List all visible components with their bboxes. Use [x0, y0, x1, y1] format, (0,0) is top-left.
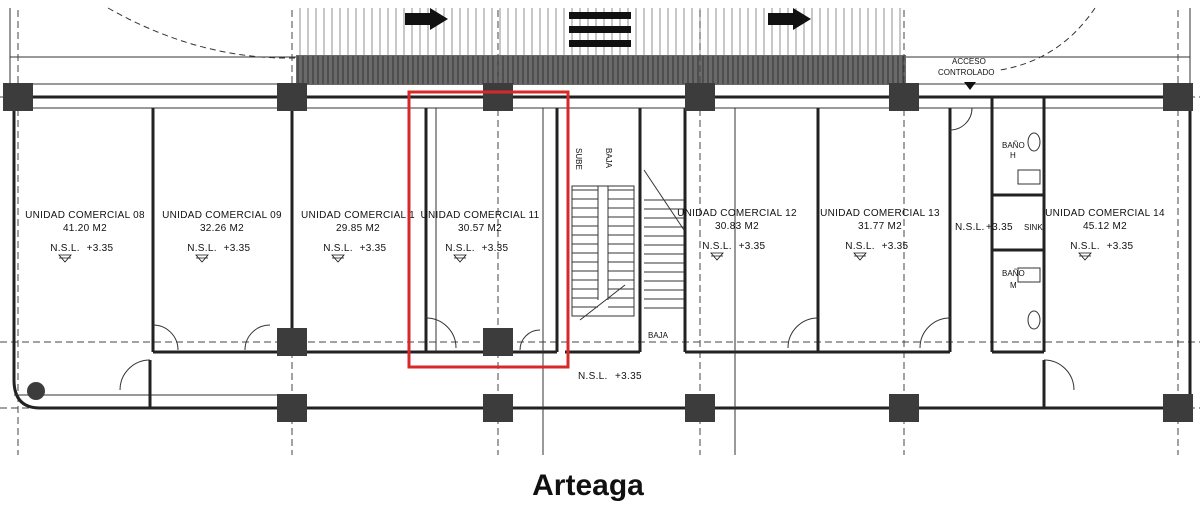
- service-level-label: N.S.L.: [955, 222, 985, 233]
- level-marker-icon: [1078, 252, 1092, 261]
- unit-name: UNIDAD COMERCIAL 08: [25, 210, 145, 221]
- unit-unit-10: UNIDAD COMERCIAL 1 29.85 M2 N.S.L. +3.35: [301, 210, 415, 263]
- column: [685, 394, 715, 422]
- corridor-level-label: N.S.L.: [578, 371, 608, 382]
- access-label-line2: CONTROLADO: [938, 68, 994, 77]
- column: [483, 83, 513, 111]
- level-marker-icon: [453, 254, 467, 263]
- column: [1163, 394, 1193, 422]
- unit-unit-13: UNIDAD COMERCIAL 13 31.77 M2 N.S.L. +3.35: [820, 208, 940, 261]
- unit-level-label: N.S.L.: [50, 243, 80, 254]
- unit-name: UNIDAD COMERCIAL 14: [1045, 208, 1165, 219]
- unit-area: 30.57 M2: [458, 223, 502, 234]
- unit-unit-14: UNIDAD COMERCIAL 14 45.12 M2 N.S.L. +3.35: [1045, 208, 1165, 261]
- unit-name: UNIDAD COMERCIAL 13: [820, 208, 940, 219]
- sink-icon: [1017, 267, 1041, 283]
- column: [889, 394, 919, 422]
- unit-level-value: +3.35: [482, 243, 509, 254]
- unit-unit-12: UNIDAD COMERCIAL 12 30.83 M2 N.S.L. +3.35: [677, 208, 797, 261]
- unit-unit-11: UNIDAD COMERCIAL 11 30.57 M2 N.S.L. +3.35: [420, 210, 539, 263]
- structural-columns: [3, 83, 1193, 422]
- restroom-men-label: BAÑO: [1002, 141, 1025, 150]
- column: [1163, 83, 1193, 111]
- column-round: [27, 382, 45, 400]
- column: [685, 83, 715, 111]
- restroom-men-letter: H: [1010, 151, 1016, 160]
- unit-level-value: +3.35: [1107, 241, 1134, 252]
- sink-label: SINK: [1024, 223, 1043, 232]
- unit-name: UNIDAD COMERCIAL 12: [677, 208, 797, 219]
- unit-unit-09: UNIDAD COMERCIAL 09 32.26 M2 N.S.L. +3.35: [162, 210, 282, 263]
- stair-down-bottom-label: BAJA: [648, 331, 669, 340]
- unit-area: 29.85 M2: [336, 223, 380, 234]
- unit-area: 45.12 M2: [1083, 221, 1127, 232]
- stair-down-label: BAJA: [604, 148, 613, 169]
- unit-level-label: N.S.L.: [323, 243, 353, 254]
- unit-level-value: +3.35: [87, 243, 114, 254]
- corridor-level-value: +3.35: [615, 371, 642, 382]
- column: [277, 328, 307, 356]
- access-label-line1: ACCESO: [952, 57, 986, 66]
- ramp-dark-hatch: [297, 56, 904, 84]
- column: [277, 83, 307, 111]
- unit-level-label: N.S.L.: [445, 243, 475, 254]
- access-arrow-icon: [964, 82, 976, 90]
- building-walls: [12, 95, 1192, 455]
- column: [483, 328, 513, 356]
- restroom-women-letter: M: [1010, 281, 1017, 290]
- unit-level-label: N.S.L.: [702, 241, 732, 252]
- restroom-women-label: BAÑO: [1002, 269, 1025, 278]
- unit-area: 32.26 M2: [200, 223, 244, 234]
- level-marker-icon: [853, 252, 867, 261]
- street-name: Arteaga: [532, 469, 644, 502]
- level-marker-icon: [710, 252, 724, 261]
- doors: [119, 107, 1075, 391]
- column: [889, 83, 919, 111]
- unit-level-value: +3.35: [360, 243, 387, 254]
- sink-icon: [1017, 169, 1041, 185]
- unit-level-label: N.S.L.: [187, 243, 217, 254]
- unit-area: 41.20 M2: [63, 223, 107, 234]
- service-level-value: +3.35: [986, 222, 1013, 233]
- level-marker-icon: [331, 254, 345, 263]
- column: [277, 394, 307, 422]
- unit-level-value: +3.35: [882, 241, 909, 252]
- stair-up-label: SUBE: [574, 148, 583, 170]
- unit-level-value: +3.35: [739, 241, 766, 252]
- unit-unit-08: UNIDAD COMERCIAL 08 41.20 M2 N.S.L. +3.35: [25, 210, 145, 263]
- column: [483, 394, 513, 422]
- staircase: [571, 169, 685, 321]
- unit-level-value: +3.35: [224, 243, 251, 254]
- level-marker-icon: [195, 254, 209, 263]
- unit-name: UNIDAD COMERCIAL 09: [162, 210, 282, 221]
- arrow-right-icon: [405, 8, 448, 30]
- unit-level-label: N.S.L.: [1070, 241, 1100, 252]
- unit-name: UNIDAD COMERCIAL 11: [420, 210, 539, 221]
- unit-area: 30.83 M2: [715, 221, 759, 232]
- highlight-box-unit-11: [407, 90, 570, 369]
- column: [3, 83, 33, 111]
- toilet-icon: [1027, 132, 1041, 330]
- unit-name: UNIDAD COMERCIAL 1: [301, 210, 415, 221]
- unit-level-label: N.S.L.: [845, 241, 875, 252]
- unit-area: 31.77 M2: [858, 221, 902, 232]
- level-marker-icon: [58, 254, 72, 263]
- pedestrian-crossing-icon: [569, 12, 631, 47]
- arrow-right-icon: [768, 8, 811, 30]
